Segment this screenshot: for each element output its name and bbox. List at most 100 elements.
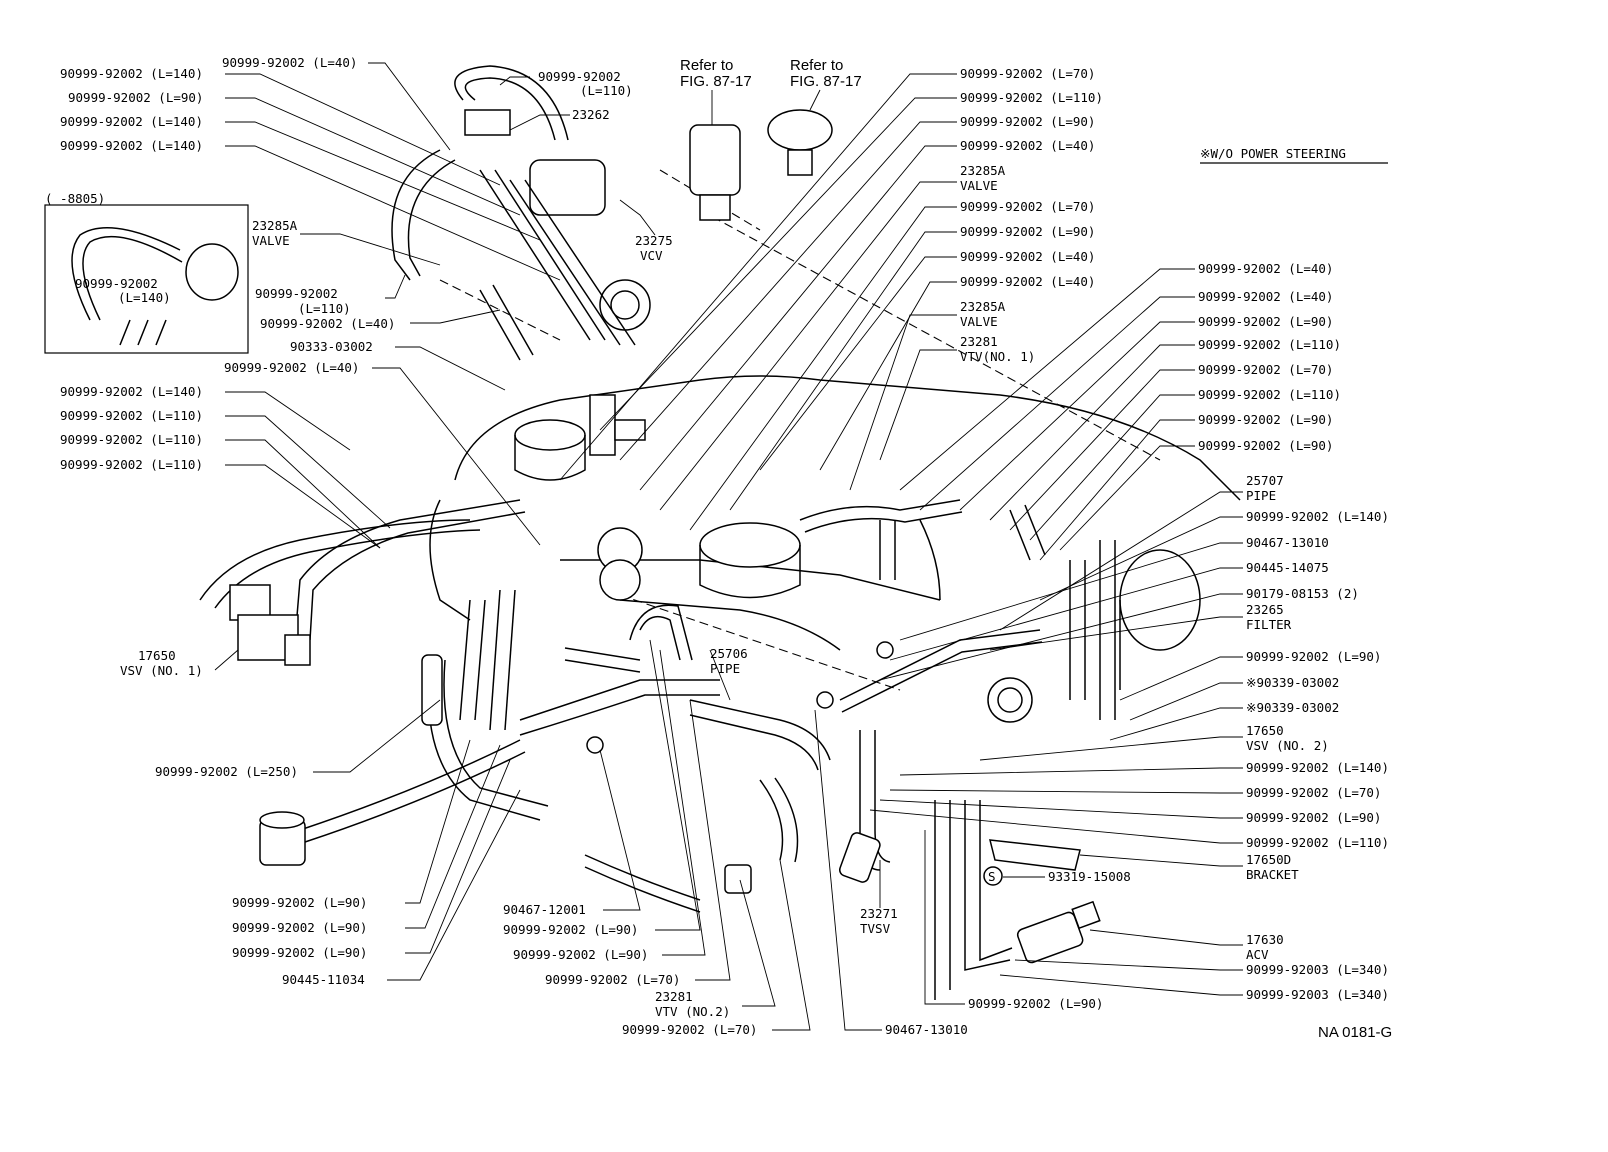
label-hose-l110-c: 90999-92002 (L=110): [60, 457, 203, 472]
label-right-l90-b: 90999-92002 (L=90): [1198, 412, 1333, 427]
label-hose-l110-part: 90999-92002: [255, 286, 338, 301]
label-tvsv-name: TVSV: [860, 921, 891, 936]
label-valve-23285a-part: 23285A: [252, 218, 298, 233]
label-acv-name: ACV: [1246, 947, 1269, 962]
label-pipe-25706-name: PIPE: [710, 661, 740, 676]
label-vcv-name: VCV: [640, 248, 663, 263]
refer-left-line1: Refer to: [680, 57, 733, 74]
label-hose-l110-b: 90999-92002 (L=110): [60, 432, 203, 447]
label-90339-03002-a: ※90339-03002: [1246, 675, 1339, 690]
label-vtv2-name: VTV (NO.2): [655, 1004, 730, 1019]
label-center-l110: 90999-92002 (L=110): [960, 90, 1103, 105]
label-bracket-part: 17650D: [1246, 852, 1291, 867]
label-right-l70-b: 90999-92002 (L=70): [1246, 785, 1381, 800]
label-bottom-l90-c: 90999-92002 (L=90): [968, 996, 1103, 1011]
engine-drawing: [199, 65, 1241, 1000]
labels-top: 90999-92002 (L=110) 23262 23275 VCV Refe…: [538, 57, 862, 263]
label-right-l90-c: 90999-92002 (L=90): [1198, 438, 1333, 453]
label-right-l110-c: 90999-92002 (L=110): [1246, 835, 1389, 850]
label-hose-l40-c: 90999-92002 (L=40): [224, 360, 359, 375]
label-center-l90-a: 90999-92002 (L=90): [960, 114, 1095, 129]
label-acv-part: 17630: [1246, 932, 1284, 947]
diagram-code: NA 0181-G: [1318, 1024, 1392, 1041]
label-23262: 23262: [572, 107, 610, 122]
label-filter-name: FILTER: [1246, 617, 1292, 632]
label-center-valve-part-b: 23285A: [960, 299, 1006, 314]
label-center-l40-b: 90999-92002 (L=40): [960, 249, 1095, 264]
screw-symbol: S: [988, 869, 996, 884]
labels-bottom: 25706 PIPE 90467-12001 90999-92002 (L=90…: [503, 646, 1103, 1037]
label-bracket-name: BRACKET: [1246, 867, 1299, 882]
label-right-l140-a: 90999-92002 (L=140): [1246, 509, 1389, 524]
label-vcv-part: 23275: [635, 233, 673, 248]
refer-right-line1: Refer to: [790, 57, 843, 74]
inset-hose-length: (L=140): [118, 290, 171, 305]
label-90445-14075: 90445-14075: [1246, 560, 1329, 575]
label-center-l40-a: 90999-92002 (L=40): [960, 138, 1095, 153]
label-90467-12001: 90467-12001: [503, 902, 586, 917]
label-top-hose-len: (L=110): [580, 83, 633, 98]
label-90467-13010-right: 90467-13010: [1246, 535, 1329, 550]
label-right-l90-d: 90999-92002 (L=90): [1246, 649, 1381, 664]
label-vsv1-name: VSV (NO. 1): [120, 663, 203, 678]
label-bottom-l90-a: 90999-92002 (L=90): [503, 922, 638, 937]
power-steering-note: ※W/O POWER STEERING: [1200, 146, 1346, 161]
label-right-l110-b: 90999-92002 (L=110): [1198, 387, 1341, 402]
label-hose-l40-top: 90999-92002 (L=40): [222, 55, 357, 70]
label-90333-03002: 90333-03002: [290, 339, 373, 354]
label-hose-l340-a: 90999-92003 (L=340): [1246, 962, 1389, 977]
inset-hose-part: 90999-92002: [75, 276, 158, 291]
label-pipe-25707-part: 25707: [1246, 473, 1284, 488]
inset-box: ( -8805) 90999-92002 (L=140): [44, 191, 249, 354]
label-center-l70-b: 90999-92002 (L=70): [960, 199, 1095, 214]
label-bottom-l70-b: 90999-92002 (L=70): [622, 1022, 757, 1037]
label-center-l40-c: 90999-92002 (L=40): [960, 274, 1095, 289]
label-center-valve-name-b: VALVE: [960, 314, 998, 329]
label-center-valve-name-a: VALVE: [960, 178, 998, 193]
label-bottom-l90-b: 90999-92002 (L=90): [513, 947, 648, 962]
label-right-l110-a: 90999-92002 (L=110): [1198, 337, 1341, 352]
label-pipe-25706-part: 25706: [710, 646, 748, 661]
label-vtv1-part: 23281: [960, 334, 998, 349]
label-hose-l140-c: 90999-92002 (L=140): [60, 138, 203, 153]
label-hose-l340-b: 90999-92003 (L=340): [1246, 987, 1389, 1002]
label-bottom-l70-a: 90999-92002 (L=70): [545, 972, 680, 987]
label-filter-part: 23265: [1246, 602, 1284, 617]
inset-range-label: ( -8805): [45, 191, 105, 206]
label-90339-03002-b: ※90339-03002: [1246, 700, 1339, 715]
label-right-l140-b: 90999-92002 (L=140): [1246, 760, 1389, 775]
label-hose-l90-b: 90999-92002 (L=90): [232, 895, 367, 910]
label-tvsv-part: 23271: [860, 906, 898, 921]
label-right-l90-e: 90999-92002 (L=90): [1246, 810, 1381, 825]
label-90467-13010-bottom: 90467-13010: [885, 1022, 968, 1037]
refer-left-line2: FIG. 87-17: [680, 73, 752, 90]
labels-right: 90999-92002 (L=40) 90999-92002 (L=40) 90…: [1048, 261, 1389, 1002]
label-90445-11034: 90445-11034: [282, 972, 365, 987]
label-hose-l40-b: 90999-92002 (L=40): [260, 316, 395, 331]
leader-lines: [214, 62, 1243, 1031]
label-vsv2-part: 17650: [1246, 723, 1284, 738]
label-hose-l110-len: (L=110): [298, 301, 351, 316]
label-hose-l90-d: 90999-92002 (L=90): [232, 945, 367, 960]
label-top-hose-part: 90999-92002: [538, 69, 621, 84]
label-93319-15008: 93319-15008: [1048, 869, 1131, 884]
label-center-l70-a: 90999-92002 (L=70): [960, 66, 1095, 81]
label-right-l90-a: 90999-92002 (L=90): [1198, 314, 1333, 329]
label-hose-l90-c: 90999-92002 (L=90): [232, 920, 367, 935]
label-vtv1-name: VTV(NO. 1): [960, 349, 1035, 364]
label-right-l70: 90999-92002 (L=70): [1198, 362, 1333, 377]
label-center-l90-b: 90999-92002 (L=90): [960, 224, 1095, 239]
label-valve-23285a-name: VALVE: [252, 233, 290, 248]
label-hose-l250: 90999-92002 (L=250): [155, 764, 298, 779]
label-hose-l110-a: 90999-92002 (L=110): [60, 408, 203, 423]
label-hose-l140-b: 90999-92002 (L=140): [60, 114, 203, 129]
label-pipe-25707-name: PIPE: [1246, 488, 1276, 503]
labels-center: 90999-92002 (L=70) 90999-92002 (L=110) 9…: [960, 66, 1103, 364]
label-vtv2-part: 23281: [655, 989, 693, 1004]
label-hose-l140-d: 90999-92002 (L=140): [60, 384, 203, 399]
label-hose-l90-a: 90999-92002 (L=90): [68, 90, 203, 105]
label-right-l40-a: 90999-92002 (L=40): [1198, 261, 1333, 276]
label-vsv2-name: VSV (NO. 2): [1246, 738, 1329, 753]
label-center-valve-part-a: 23285A: [960, 163, 1006, 178]
